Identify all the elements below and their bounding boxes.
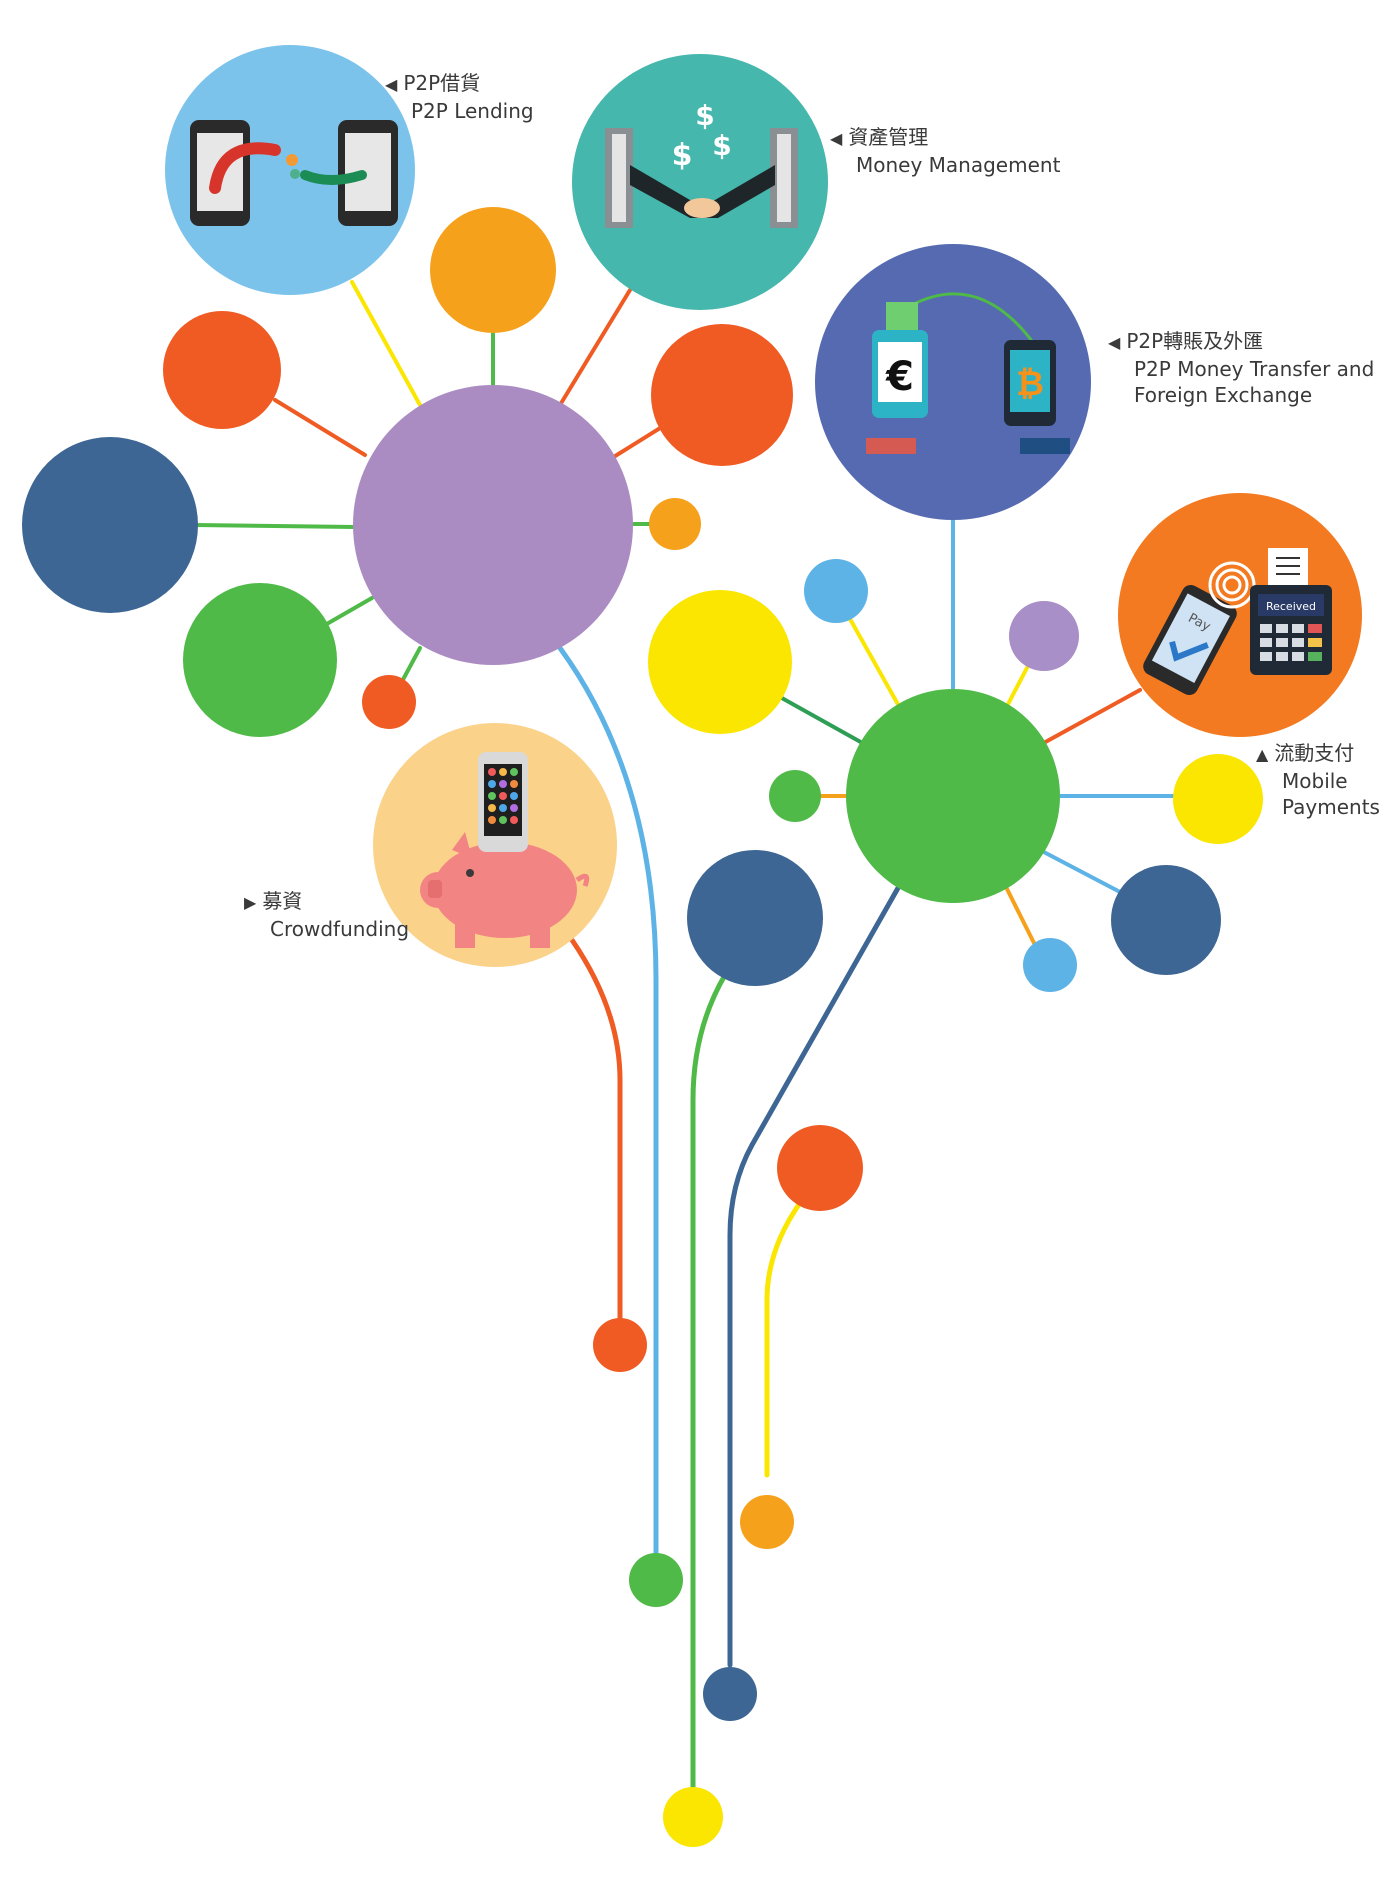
- connector-navy-right: [1038, 848, 1122, 894]
- card-terminal-icon: Received: [1250, 548, 1332, 675]
- node-green-small: [769, 770, 821, 822]
- euro-icon: €: [885, 354, 914, 400]
- node-amber-top: [430, 207, 556, 333]
- p2p-lending-circle: [165, 45, 415, 295]
- node-sky-bottom: [1023, 938, 1077, 992]
- node-yellow-right: [1173, 754, 1263, 844]
- right-cluster-connectors: [778, 515, 1177, 947]
- handshake-icon: [605, 128, 798, 228]
- connector-left-orange: [273, 398, 367, 457]
- stem-end-orange: [593, 1318, 647, 1372]
- label-p2p-lending: ◀ P2P借貨 P2P Lending: [385, 70, 534, 124]
- money-management-en: Money Management: [856, 153, 1061, 177]
- connector-sky-small: [843, 608, 902, 710]
- arrow-left-icon: ◀: [1108, 333, 1121, 352]
- node-navy-middle: [687, 850, 823, 986]
- label-crowdfunding: ▶ 募資 Crowdfunding: [244, 888, 409, 942]
- feature-mobile-payments: Pay Received: [1118, 493, 1362, 737]
- connector-mobile-payments: [1038, 688, 1142, 747]
- feature-p2p-lending: [165, 45, 415, 295]
- connector-lavender-small: [1003, 660, 1032, 712]
- stem-end-yellow: [663, 1787, 723, 1847]
- connector-left-green: [323, 596, 374, 627]
- crowdfunding-zh: 募資: [262, 889, 303, 913]
- feature-p2p-transfer: € ₿: [815, 244, 1091, 520]
- label-money-management: ◀ 資產管理 Money Management: [830, 124, 1060, 178]
- connector-left-navy: [193, 523, 357, 529]
- dollar-icon: $: [695, 99, 714, 132]
- connector-yellow-big: [778, 695, 868, 747]
- piggy-bank-icon: [420, 832, 590, 948]
- stem-green: [690, 972, 728, 1793]
- dollar-icon: $: [672, 138, 693, 173]
- node-orange-right: [651, 324, 793, 466]
- arrow-left-icon: ◀: [830, 129, 843, 148]
- connector-money-management: [558, 288, 632, 407]
- arrow-left-icon: ◀: [385, 75, 398, 94]
- node-navy-left: [22, 437, 198, 613]
- p2p-transfer-en: P2P Money Transfer and: [1134, 357, 1375, 381]
- stem-yellow: [764, 1200, 803, 1478]
- stem-navy: [727, 885, 901, 1668]
- stem-sky: [557, 645, 659, 1558]
- node-lavender-small: [1009, 601, 1079, 671]
- pay-phone-icon: Pay: [1143, 584, 1237, 696]
- stem-end-green: [629, 1553, 683, 1607]
- p2p-transfer-zh: P2P轉賬及外匯: [1126, 329, 1264, 353]
- node-orange-small: [362, 675, 416, 729]
- stem-end-amber: [740, 1495, 794, 1549]
- node-navy-right: [1111, 865, 1221, 975]
- node-orange-stem-top: [777, 1125, 863, 1211]
- node-orange-left: [163, 311, 281, 429]
- p2p-lending-en: P2P Lending: [411, 99, 534, 123]
- hub-green: [846, 689, 1060, 903]
- mobile-payments-en2: Payments: [1282, 795, 1380, 819]
- stem-end-navy: [703, 1667, 757, 1721]
- node-green-left: [183, 583, 337, 737]
- trunk-lines: [557, 645, 901, 1793]
- p2p-transfer-en2: Foreign Exchange: [1134, 383, 1313, 407]
- arrow-right-icon: ▶: [244, 893, 257, 912]
- label-mobile-payments: ▲ 流動支付 Mobile Payments: [1256, 740, 1380, 820]
- left-cluster-connectors: [193, 280, 667, 702]
- node-sky-small: [804, 559, 868, 623]
- label-p2p-transfer: ◀ P2P轉賬及外匯 P2P Money Transfer and Foreign…: [1108, 328, 1374, 408]
- p2p-lending-zh: P2P借貨: [403, 71, 481, 95]
- stem-orange: [569, 937, 623, 1323]
- money-management-circle: [572, 54, 828, 310]
- contactless-icon: [1208, 561, 1256, 609]
- smartphone-apps-icon: [478, 752, 528, 852]
- mobile-payments-en: Mobile: [1282, 769, 1348, 793]
- feature-crowdfunding: [373, 723, 617, 967]
- node-amber-small: [649, 498, 701, 550]
- feature-money-management: $ $ $: [572, 54, 828, 310]
- arrow-up-icon: ▲: [1256, 745, 1269, 764]
- crowdfunding-en: Crowdfunding: [270, 917, 410, 941]
- connector-sky-bottom: [1003, 883, 1037, 947]
- money-management-zh: 資產管理: [848, 125, 929, 149]
- received-label: Received: [1266, 600, 1316, 613]
- mobile-payments-zh: 流動支付: [1274, 741, 1355, 765]
- bitcoin-icon: ₿: [1016, 364, 1044, 404]
- hub-purple: [353, 385, 633, 665]
- node-yellow-big: [648, 590, 792, 734]
- connector-right-orange: [610, 423, 667, 460]
- connector-p2p-lending: [350, 280, 422, 407]
- dollar-icon: $: [712, 129, 731, 162]
- phone-lend-icon: [190, 120, 398, 226]
